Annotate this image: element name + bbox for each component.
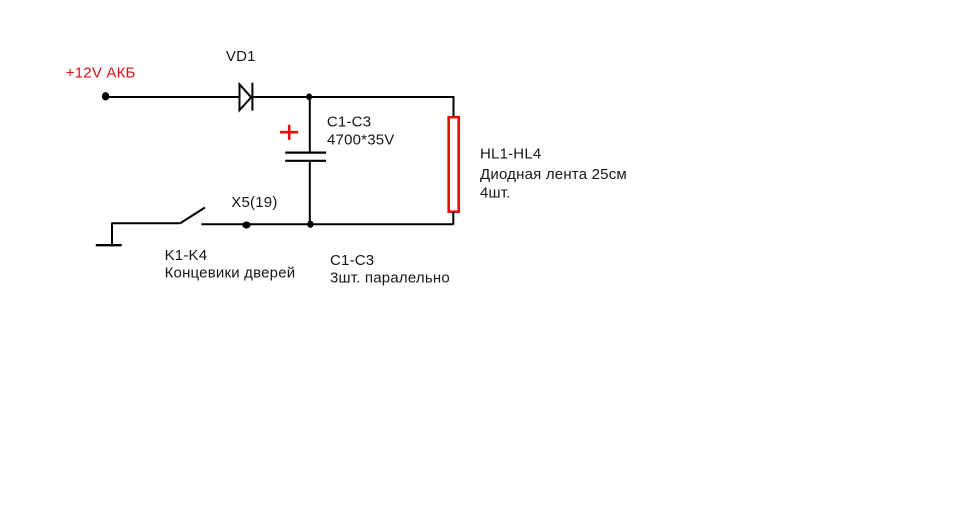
svg-text:4700*35V: 4700*35V [327, 132, 395, 149]
svg-text:HL1-HL4: HL1-HL4 [480, 146, 541, 163]
svg-text:VD1: VD1 [226, 48, 256, 65]
svg-text:X5(19): X5(19) [231, 194, 277, 211]
svg-text:3шт. паралельно: 3шт. паралельно [330, 270, 450, 287]
svg-text:4шт.: 4шт. [480, 185, 511, 202]
svg-text:K1-K4: K1-K4 [165, 247, 208, 264]
svg-text:C1-C3: C1-C3 [327, 114, 371, 131]
svg-text:C1-C3: C1-C3 [330, 252, 374, 269]
svg-text:Концевики дверей: Концевики дверей [165, 265, 296, 282]
svg-text:+12V АКБ: +12V АКБ [66, 64, 136, 81]
svg-text:Диодная лента 25см: Диодная лента 25см [480, 166, 627, 183]
